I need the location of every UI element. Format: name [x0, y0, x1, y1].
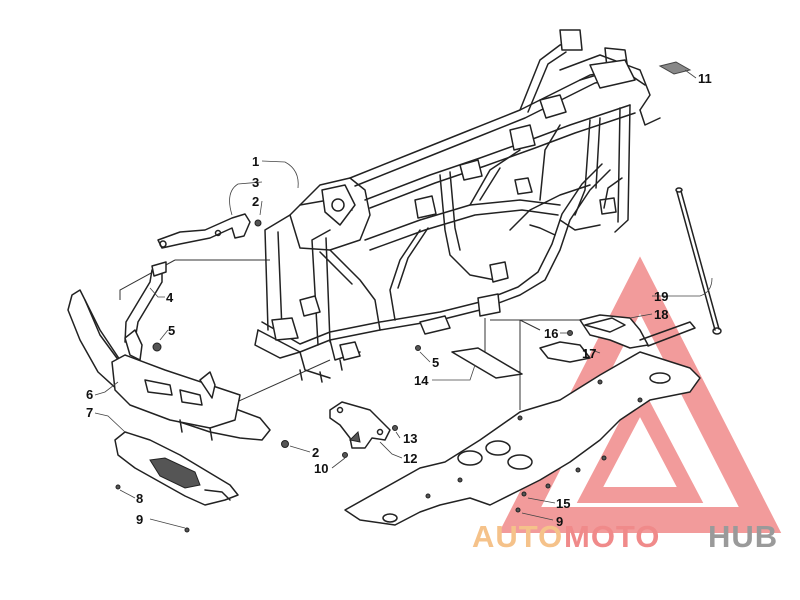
watermark-text: AUTO MOTO HUB: [472, 519, 778, 554]
callout-1: 1: [252, 154, 259, 169]
front-bumper: [67, 289, 271, 441]
mount-bracket: [329, 401, 391, 449]
front-skid-guard: [114, 431, 239, 506]
watermark-inner-triangle-icon: [576, 382, 704, 503]
callout-19: 11: [698, 71, 712, 86]
bolt-9-right: [515, 507, 521, 513]
callout-9-left: 9: [136, 512, 143, 527]
plate: [451, 347, 523, 379]
callout-11: 12: [403, 451, 417, 466]
nut-2-lower: [281, 440, 289, 448]
watermark-moto: MOTO: [564, 519, 660, 554]
rear-bracket-assembly: [539, 314, 696, 363]
washer-10: [342, 452, 348, 458]
bolt-2-upper: [254, 219, 262, 227]
watermark-auto: AUTO: [472, 519, 563, 554]
callout-8: 8: [136, 491, 143, 506]
bolt-5-center: [415, 345, 421, 351]
pad: [658, 61, 692, 75]
bolt-12: [392, 425, 398, 431]
rod: [675, 187, 722, 335]
nut-5-left: [152, 342, 162, 352]
callout-12: 13: [403, 431, 417, 446]
bolt-15: [567, 330, 573, 336]
callout-5-center: 5: [432, 355, 439, 370]
callout-labels: 1 3 2 4 5 6 7 8 9 2 10 12 13 14 5 15 9 1…: [86, 71, 712, 529]
callout-6: 6: [86, 387, 93, 402]
callout-9-right: 9: [556, 514, 563, 529]
bolt-9-left: [184, 527, 190, 533]
callout-4: 4: [166, 290, 174, 305]
callout-18: 19: [654, 289, 668, 304]
bolt-14: [521, 491, 527, 497]
leader-lines: [94, 69, 713, 529]
callout-7: 7: [86, 405, 93, 420]
front-bracket: [157, 213, 251, 249]
skid-plate: [344, 351, 701, 526]
callout-15: 16: [544, 326, 558, 341]
callout-2-upper: 2: [252, 194, 259, 209]
main-frame: [254, 29, 661, 383]
bolt-8: [115, 484, 121, 490]
callout-10: 10: [314, 461, 328, 476]
callout-13: 14: [414, 373, 429, 388]
callout-5-left: 5: [168, 323, 175, 338]
callout-2-lower: 2: [312, 445, 319, 460]
callout-16: 17: [582, 346, 596, 361]
hardware: [115, 219, 573, 533]
callout-14: 15: [556, 496, 570, 511]
side-bracket: [124, 261, 167, 343]
watermark-hub: HUB: [708, 519, 778, 554]
callout-3: 3: [252, 175, 259, 190]
callout-17: 18: [654, 307, 668, 322]
